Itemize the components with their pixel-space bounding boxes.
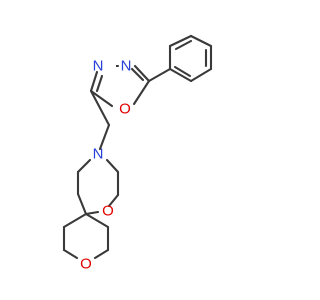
atom-o-label: O [119,101,131,118]
bond-ox-n4-c5-double [95,74,104,93]
bond-n-ring-left [76,158,92,174]
atom-n-triazole-right: N [121,58,132,75]
atom-o-oxadiazole: O [119,101,131,118]
atom-n-azepane: N [93,146,104,163]
bond-ph-inner-1 [174,39,193,51]
oxazepane-ring [76,158,120,216]
bond-ring-r2 [107,193,120,208]
bond-ph-4 [189,67,213,83]
bond-ox6-6 [84,212,110,229]
bond-ox-c5-o1 [89,89,114,108]
atom-o-spiro-ring: O [102,203,114,220]
atom-n-label: N [121,58,132,75]
atom-o-label: O [102,203,114,220]
bond-ox-c2-n3-double [130,67,145,82]
bond-n-ring-right [105,158,120,174]
bond-ox6-3 [62,248,79,260]
bond-ph-2 [189,34,213,48]
bond-phenyl-oxadiazole [147,67,172,83]
bond-ph-1 [168,34,193,48]
oxadiazole-ring [89,64,151,108]
bond-oxadiazole-ch2 [89,89,111,127]
bond-ph-inner-3 [173,65,192,78]
atom-n-triazole-left: N [93,58,116,75]
bond-ch2-nitrogen [98,123,111,151]
bond-ring-l2 [76,192,88,216]
phenyl-ring [168,34,213,83]
bond-ox6-1 [62,212,88,229]
bond-ph-5 [168,67,193,83]
bond-ox6-4 [93,248,110,260]
bond-ox-c2-n3 [133,64,151,83]
atom-n-label: N [93,146,104,163]
bond-ox-n4-c5 [89,70,99,93]
bond-ox-o1-c2 [132,79,151,106]
oxane-ring [62,212,110,260]
atom-n-label: N [93,58,104,75]
atom-o-oxane: O [80,256,92,273]
bond-o-spiro [84,210,100,216]
molecule-structure-diagram: N N O N O O [62,34,213,273]
atom-o-label: O [80,256,92,273]
